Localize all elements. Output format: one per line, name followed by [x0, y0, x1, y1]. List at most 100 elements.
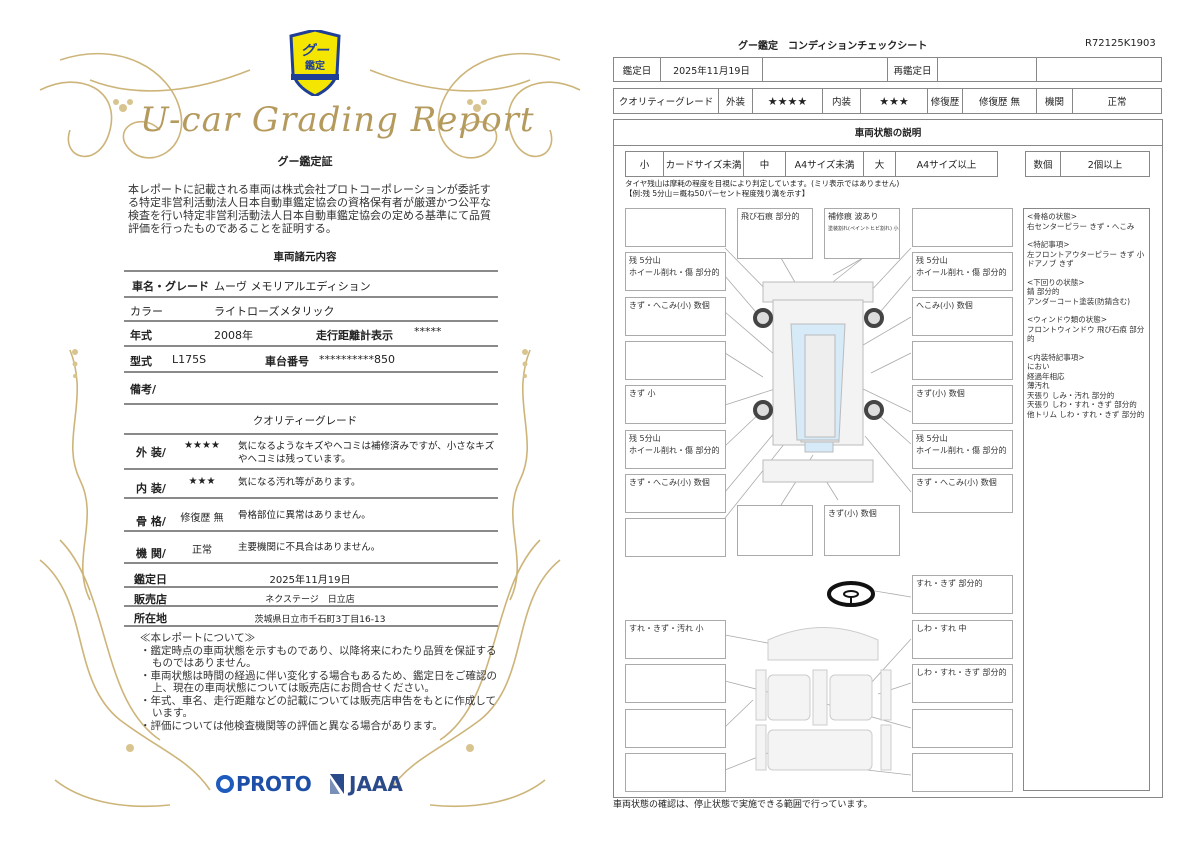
- chassis-label: 車台番号: [265, 355, 309, 368]
- divider: [124, 296, 498, 298]
- grade-desc: 気になるようなキズやヘコミは補修済みですが、小さなキズやヘコミは残っています。: [238, 441, 495, 465]
- address-value: 茨城県日立市千石町3丁目16-13: [254, 615, 386, 625]
- grade-label: 内 装/: [136, 482, 166, 495]
- note-line: 薄汚れ: [1027, 381, 1050, 390]
- date-value: 2025年11月19日: [660, 57, 763, 82]
- divider: [124, 605, 498, 607]
- exterior-box-top: 補修痕 波あり塗装割れ(ペイントヒビ割れ) 小: [824, 208, 900, 259]
- legend-large: 大: [863, 151, 896, 177]
- exterior-box-left: [625, 208, 726, 247]
- exterior-box-left: きず 小: [625, 385, 726, 424]
- grade-value: 修復歴 無: [180, 513, 224, 524]
- exterior-box-left: [625, 341, 726, 380]
- condition-text: きず・へこみ(小) 数個: [629, 301, 710, 310]
- engine-value: 正常: [1072, 88, 1162, 114]
- condition-text: ホイール削れ・傷 部分的: [629, 446, 720, 455]
- divider: [124, 345, 498, 347]
- note-item: ・車両状態は時間の経過に伴い変化する場合もあるため、鑑定日をご確認の上、現在の車…: [140, 669, 497, 695]
- divider: [124, 530, 498, 532]
- goo-kantei-logo: グー 鑑定: [287, 28, 343, 98]
- proto-mark-icon: [216, 775, 234, 793]
- steering-wheel-icon: [827, 581, 875, 607]
- year-value: 2008年: [214, 329, 253, 342]
- condition-text: 残 5分山: [629, 256, 661, 265]
- grade-label: 機 関/: [136, 547, 166, 560]
- note-group: <特記事項>左フロントアウターピラー きず 小ドアノブ きず: [1027, 240, 1146, 269]
- repair-value: 修復歴 無: [962, 88, 1037, 114]
- divider: [124, 433, 498, 435]
- note-line: 右センターピラー きず・へこみ: [1027, 221, 1135, 231]
- note-group: <内装特記事項>におい経過年相応薄汚れ天張り しみ・汚れ 部分的天張り しわ・す…: [1027, 353, 1146, 420]
- proto-logo: PROTO: [216, 772, 312, 796]
- report-script-title: U-car Grading Report: [140, 100, 535, 140]
- certificate-statement: 本レポートに記載される車両は株式会社プロトコーポレーションが委託する特定非営利活…: [128, 183, 491, 235]
- report-id: R72125K1903: [1085, 38, 1156, 49]
- divider: [124, 497, 498, 499]
- redate-label: 再鑑定日: [887, 57, 938, 82]
- address-label: 所在地: [134, 612, 167, 625]
- redate-value: [937, 57, 1037, 82]
- ext-label: 外装: [718, 88, 753, 114]
- section-title: 車両状態の説明: [613, 119, 1163, 146]
- car-body: [762, 281, 874, 483]
- divider: [124, 270, 498, 272]
- color-label: カラー: [130, 305, 163, 318]
- condition-text: きず 小: [629, 389, 656, 398]
- tire-note-line: 【例:残 5分山＝概ね50パーセント程度残り溝を示す】: [625, 189, 810, 198]
- grade-value: 正常: [192, 545, 212, 556]
- exterior-box-right: 残 5分山ホイール削れ・傷 部分的: [912, 430, 1013, 469]
- odometer-label: 走行距離計表示: [316, 329, 393, 342]
- condition-text: 飛び石痕 部分的: [741, 212, 800, 221]
- condition-text: ホイール削れ・傷 部分的: [916, 268, 1007, 277]
- note-group: <骨格の状態>右センターピラー きず・へこみ: [1027, 212, 1146, 231]
- interior-box-right: [912, 753, 1013, 792]
- int-label: 内装: [822, 88, 861, 114]
- ext-value: ★★★★: [752, 88, 823, 114]
- gold-ornament-frame: [39, 52, 581, 808]
- exterior-box-right: [912, 341, 1013, 380]
- note-line: 天張り しわ・すれ・きず 部分的: [1027, 400, 1137, 409]
- note-line: <骨格の状態>: [1027, 212, 1078, 221]
- interior-box-right: しわ・すれ 中: [912, 620, 1013, 659]
- exterior-box-right: きず・へこみ(小) 数個: [912, 474, 1013, 513]
- divider: [124, 625, 498, 627]
- condition-text: しわ・すれ・きず 部分的: [916, 668, 1007, 677]
- condition-text: へこみ(小) 数個: [916, 301, 973, 310]
- condition-text: 残 5分山: [916, 256, 948, 265]
- jaaa-mark-icon: [330, 774, 344, 794]
- remarks-label: 備考/: [130, 383, 157, 396]
- car-diagram: [724, 247, 912, 776]
- exterior-box-right: 残 5分山ホイール削れ・傷 部分的: [912, 252, 1013, 291]
- grade-desc: 主要機関に不具合はありません。: [238, 542, 381, 553]
- exterior-box-left: 残 5分山ホイール削れ・傷 部分的: [625, 430, 726, 469]
- condition-text: ホイール削れ・傷 部分的: [629, 268, 720, 277]
- grade-desc: 気になる汚れ等があります。: [238, 477, 361, 488]
- condition-frame: [613, 119, 1163, 798]
- int-value: ★★★: [860, 88, 928, 114]
- grade-desc: 骨格部位に異常はありません。: [238, 510, 371, 521]
- model-label: 型式: [130, 355, 152, 368]
- divider: [124, 468, 498, 470]
- note-line: ドアノブ きず: [1027, 259, 1074, 268]
- model-value: L175S: [172, 353, 207, 366]
- note-line: <下回りの状態>: [1027, 277, 1085, 287]
- condition-notes: <骨格の状態>右センターピラー きず・へこみ <特記事項>左フロントアウターピラー…: [1023, 208, 1150, 791]
- legend-small-desc: カードサイズ未満: [663, 151, 744, 177]
- condition-text: 塗装割れ(ペイントヒビ割れ) 小: [828, 226, 899, 232]
- note-line: <内装特記事項>: [1027, 352, 1085, 362]
- certificate-heading: グー鑑定証: [277, 155, 333, 168]
- grade-value: ★★★: [188, 476, 216, 487]
- engine-label: 機関: [1036, 88, 1073, 114]
- condition-text: ホイール削れ・傷 部分的: [916, 446, 1007, 455]
- spec-heading: 車両諸元内容: [273, 251, 337, 263]
- chassis-value: **********850: [319, 353, 395, 366]
- date-label: 鑑定日: [613, 57, 661, 82]
- shop-value: ネクステージ 日立店: [265, 595, 355, 605]
- interior-box-left: すれ・きず・汚れ 小: [625, 620, 726, 659]
- tire-note: タイヤ残山は摩耗の程度を目視により判定しています。(ミリ表示ではありません) 【…: [625, 179, 899, 199]
- note-group: <ウィンドウ類の状態>フロントウィンドウ 飛び石痕 部分的: [1027, 315, 1146, 344]
- divider: [124, 371, 498, 373]
- legend-large-desc: A4サイズ以上: [895, 151, 998, 177]
- tire-note-line: タイヤ残山は摩耗の程度を目視により判定しています。(ミリ表示ではありません): [625, 179, 900, 188]
- note-line: <特記事項>: [1027, 240, 1070, 249]
